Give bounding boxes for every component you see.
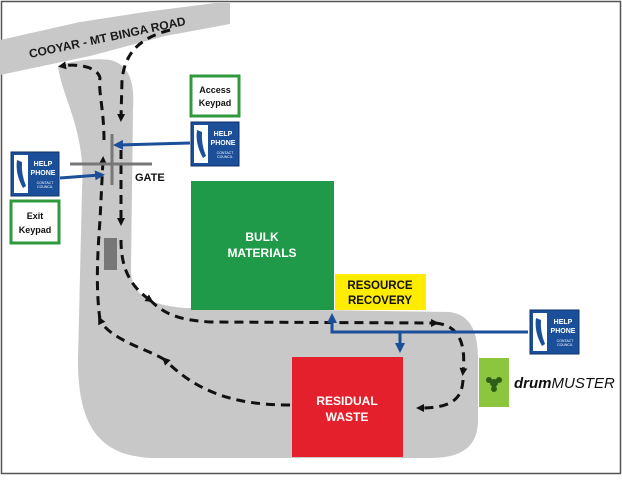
phone-icon <box>196 130 206 158</box>
svg-text:PHONE: PHONE <box>211 140 236 147</box>
svg-text:HELP: HELP <box>554 319 573 326</box>
svg-text:HELP: HELP <box>34 161 53 168</box>
residual-waste-line2: WASTE <box>326 410 369 424</box>
bulk-materials-area <box>191 181 334 310</box>
exit-keypad-box <box>9 199 61 245</box>
route-exit-to-road <box>58 61 106 141</box>
exit-keypad-line2: Keypad <box>19 225 52 235</box>
svg-text:CONTACT: CONTACT <box>217 151 235 155</box>
svg-text:HELP: HELP <box>214 131 233 138</box>
help-phone-recovery: HELP PHONE CONTACT COUNCIL <box>529 309 580 355</box>
bulk-materials-line1: BULK <box>245 230 279 244</box>
phone-icon <box>535 318 545 346</box>
route-west-exit <box>95 156 107 321</box>
svg-text:COUNCIL: COUNCIL <box>217 155 233 159</box>
svg-text:CONTACT: CONTACT <box>37 181 55 185</box>
access-keypad-line2: Keypad <box>199 98 232 108</box>
help-phone-access: HELP PHONE CONTACT COUNCIL <box>190 121 240 167</box>
drummuster-label: drumMUSTER <box>514 375 615 392</box>
svg-text:CONTACT: CONTACT <box>557 339 575 343</box>
phone-icon <box>16 160 26 188</box>
drummuster-part2: MUSTER <box>552 375 616 392</box>
exit-keypad-line1: Exit <box>27 211 44 221</box>
route-inbound-curve <box>119 239 154 303</box>
access-keypad-box <box>189 74 241 118</box>
svg-text:COUNCIL: COUNCIL <box>557 343 573 347</box>
access-keypad-line1: Access <box>199 85 231 95</box>
drummuster-logo-icon <box>486 377 502 392</box>
road-marker <box>104 238 117 270</box>
help-phone-exit: HELP PHONE CONTACT COUNCIL <box>10 151 60 197</box>
help-phone-arrow-exit <box>59 170 105 181</box>
gate-label: GATE <box>135 172 165 184</box>
help-phone-arrow-access <box>113 139 191 150</box>
drummuster-part1: drum <box>514 375 552 392</box>
resource-recovery-line1: RESOURCE <box>347 280 413 292</box>
resource-recovery-line2: RECOVERY <box>348 295 412 307</box>
svg-text:COUNCIL: COUNCIL <box>37 185 53 189</box>
help-phone-arrow-recovery <box>327 313 528 334</box>
svg-text:PHONE: PHONE <box>31 170 56 177</box>
resource-recovery-area <box>335 274 426 310</box>
residual-waste-area <box>292 357 403 457</box>
route-south-return <box>416 379 465 412</box>
bulk-materials-line2: MATERIALS <box>227 246 296 260</box>
route-west-up <box>98 316 166 362</box>
route-west-lower <box>162 357 291 407</box>
route-east-bend <box>434 321 468 376</box>
main-road <box>0 3 230 75</box>
svg-text:PHONE: PHONE <box>551 328 576 335</box>
residual-waste-line1: RESIDUAL <box>316 394 377 408</box>
route-east <box>148 298 439 327</box>
